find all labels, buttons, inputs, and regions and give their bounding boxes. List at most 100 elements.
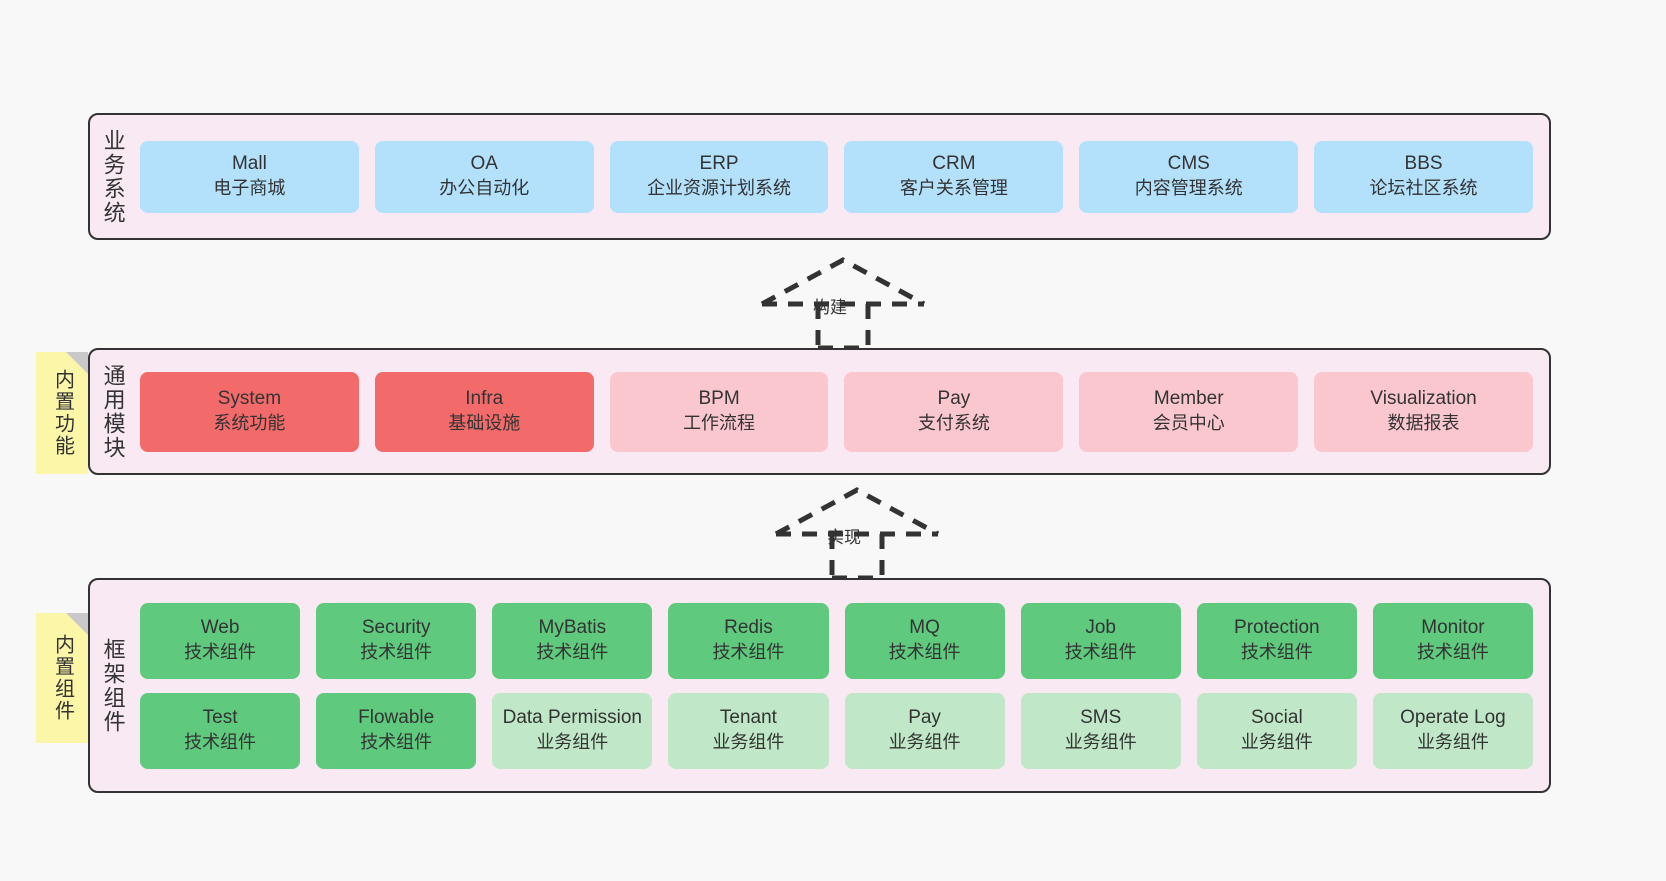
card-title-en: Member [1153,388,1224,410]
arrow-label-build: 构建 [813,298,847,317]
sticky-fold-corner-icon [66,613,88,635]
card-title-cn: 技术组件 [184,642,257,663]
card-title-en: Visualization [1370,388,1477,410]
card-data-permission[interactable]: Data Permission 业务组件 [492,692,653,769]
card-title-cn: 数据报表 [1387,413,1460,434]
card-system[interactable]: System 系统功能 [140,371,359,452]
card-title-en: BPM [698,388,740,410]
card-job[interactable]: Job 技术组件 [1020,602,1181,679]
card-title-cn: 业务组件 [888,732,961,753]
card-title-cn: 业务组件 [1240,732,1313,753]
modules-card-list: System 系统功能 Infra 基础设施 BPM 工作流程 Pay 支付系统… [136,350,1549,473]
card-title-en: MQ [909,617,940,639]
card-title-en: Pay [937,388,971,410]
card-title-en: ERP [699,153,739,175]
card-bbs[interactable]: BBS 论坛社区系统 [1314,140,1533,213]
card-bpm[interactable]: BPM 工作流程 [609,371,829,452]
card-title-en: CRM [932,153,976,175]
card-title-cn: 论坛社区系统 [1369,178,1478,199]
framework-row-technical: Web 技术组件 Security 技术组件 MyBatis 技术组件 Redi… [140,602,1533,679]
sticky-fold-corner-icon [66,352,88,374]
card-monitor[interactable]: Monitor 技术组件 [1372,602,1533,679]
card-title-cn: 会员中心 [1152,413,1225,434]
card-title-cn: 电子商城 [213,178,286,199]
card-title-en: Security [361,617,431,639]
layer-label-business: 业务系统 [100,128,126,225]
card-title-cn: 技术组件 [1416,642,1489,663]
layer-label-framework: 框架组件 [100,637,126,734]
card-title-en: MyBatis [538,617,607,639]
card-title-en: SMS [1080,707,1122,729]
card-title-en: Test [202,707,238,729]
card-protection[interactable]: Protection 技术组件 [1196,602,1357,679]
card-title-cn: 支付系统 [917,413,990,434]
card-title-cn: 技术组件 [712,642,785,663]
layer-business-systems: 业务系统 Mall 电子商城 OA 办公自动化 ERP 企业资源计划系统 CRM… [88,113,1551,240]
card-test[interactable]: Test 技术组件 [140,692,301,769]
layer-label-modules: 通用模块 [100,363,126,460]
card-title-en: Redis [724,617,773,639]
card-pay-component[interactable]: Pay 业务组件 [844,692,1005,769]
card-title-en: Protection [1234,617,1320,639]
card-title-cn: 业务组件 [712,732,785,753]
card-operate-log[interactable]: Operate Log 业务组件 [1372,692,1533,769]
card-pay-module[interactable]: Pay 支付系统 [844,371,1064,452]
card-crm[interactable]: CRM 客户关系管理 [844,140,1064,213]
card-title-en: Data Permission [502,707,642,729]
card-web[interactable]: Web 技术组件 [140,602,301,679]
card-title-en: BBS [1404,153,1443,175]
sticky-note-label: 内置组件 [51,634,74,722]
card-tenant[interactable]: Tenant 业务组件 [668,692,829,769]
sticky-note-builtin-features: 内置功能 [36,352,88,474]
framework-card-grid: Web 技术组件 Security 技术组件 MyBatis 技术组件 Redi… [136,580,1549,791]
card-title-en: Flowable [358,707,435,729]
arrow-implement: 实现 [762,482,952,582]
card-cms[interactable]: CMS 内容管理系统 [1079,140,1299,213]
card-member[interactable]: Member 会员中心 [1079,371,1299,452]
card-mall[interactable]: Mall 电子商城 [140,140,359,213]
layer-common-modules: 通用模块 System 系统功能 Infra 基础设施 BPM 工作流程 Pay… [88,348,1551,475]
layer-framework-components: 框架组件 Web 技术组件 Security 技术组件 MyBatis 技术组件… [88,578,1551,793]
business-card-list: Mall 电子商城 OA 办公自动化 ERP 企业资源计划系统 CRM 客户关系… [136,115,1549,238]
card-redis[interactable]: Redis 技术组件 [668,602,829,679]
card-social[interactable]: Social 业务组件 [1196,692,1357,769]
card-title-en: OA [470,153,498,175]
card-title-en: Mall [231,153,267,175]
card-title-en: Web [200,617,240,639]
card-title-cn: 办公自动化 [439,178,530,199]
arrow-build: 构建 [748,252,938,352]
card-infra[interactable]: Infra 基础设施 [374,371,594,452]
card-oa[interactable]: OA 办公自动化 [374,140,594,213]
card-sms[interactable]: SMS 业务组件 [1020,692,1181,769]
card-mq[interactable]: MQ 技术组件 [844,602,1005,679]
framework-row-business: Test 技术组件 Flowable 技术组件 Data Permission … [140,692,1533,769]
card-flowable[interactable]: Flowable 技术组件 [316,692,477,769]
card-title-cn: 技术组件 [184,732,257,753]
card-title-cn: 基础设施 [448,413,521,434]
card-title-en: Monitor [1421,617,1485,639]
card-title-cn: 技术组件 [1240,642,1313,663]
card-title-en: Social [1250,707,1303,729]
card-title-cn: 技术组件 [536,642,609,663]
card-title-en: Job [1085,617,1116,639]
card-title-cn: 业务组件 [1416,732,1489,753]
card-title-cn: 技术组件 [888,642,961,663]
card-title-cn: 系统功能 [213,413,286,434]
card-title-cn: 业务组件 [1064,732,1137,753]
card-visualization[interactable]: Visualization 数据报表 [1314,371,1533,452]
sticky-note-builtin-components: 内置组件 [36,613,88,743]
card-title-cn: 内容管理系统 [1134,178,1243,199]
card-security[interactable]: Security 技术组件 [316,602,477,679]
card-title-en: Tenant [719,707,777,729]
arrow-label-implement: 实现 [827,528,861,547]
card-title-en: CMS [1167,153,1210,175]
card-title-cn: 业务组件 [536,732,609,753]
card-title-cn: 工作流程 [683,413,756,434]
card-title-cn: 技术组件 [360,642,433,663]
sticky-note-label: 内置功能 [51,369,74,457]
card-title-en: System [217,388,282,410]
card-erp[interactable]: ERP 企业资源计划系统 [609,140,829,213]
card-mybatis[interactable]: MyBatis 技术组件 [492,602,653,679]
card-title-cn: 技术组件 [1064,642,1137,663]
